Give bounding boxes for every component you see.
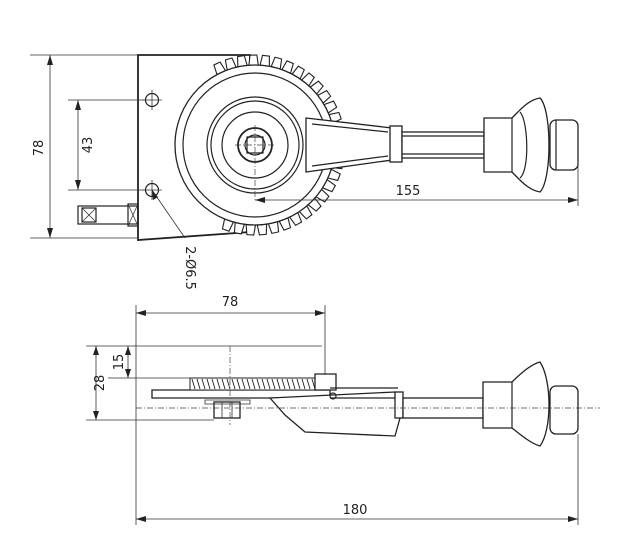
side-gear-tooth [191, 378, 196, 390]
handle-knob-detail [511, 111, 528, 179]
side-pivot-pin [329, 392, 337, 400]
side-gear-tooth [286, 378, 291, 390]
dimension-180: 180 [136, 434, 579, 525]
side-gear-tooth [246, 378, 251, 390]
hex-nut-icon [246, 136, 264, 154]
side-gear-tooth [266, 378, 271, 390]
side-gear-tooth [281, 378, 286, 390]
side-gear-tooth [221, 378, 226, 390]
side-gear-tooth [271, 378, 276, 390]
top-view: 78 43 155 2-Ø6.5 [30, 54, 579, 290]
dimension-43: 43 [68, 99, 145, 191]
side-gear-tooth [231, 378, 236, 390]
side-gear-tooth [241, 378, 246, 390]
dim-label-28: 28 [93, 375, 108, 392]
side-gear-tooth [196, 378, 201, 390]
lever-collar [389, 125, 403, 163]
side-gear-tooth [256, 378, 261, 390]
dim-label-78-top: 78 [32, 140, 47, 157]
dimension-155: 155 [255, 160, 579, 206]
cable-connector [77, 203, 139, 227]
side-gear-tooth [236, 378, 241, 390]
side-gear-tooth [216, 378, 221, 390]
side-handle-knob [482, 361, 550, 447]
gear-tooth [256, 223, 268, 236]
side-gear-tooth [306, 378, 311, 390]
handle-end-cap [549, 119, 579, 171]
dim-label-180: 180 [343, 503, 368, 518]
side-bracket [314, 373, 337, 391]
side-handle-end-cap [549, 385, 579, 435]
hole-callout-label: 2-Ø6.5 [182, 246, 197, 290]
dimension-78-vertical: 78 [30, 54, 138, 239]
lever-arm [305, 117, 393, 173]
dim-label-43: 43 [81, 137, 96, 154]
dimension-78-horizontal: 78 [135, 295, 326, 525]
hole-callout: 2-Ø6.5 [151, 189, 197, 290]
side-gear-tooth [201, 378, 206, 390]
dimension-15: 15 [108, 345, 322, 379]
dim-label-78-side: 78 [222, 295, 239, 310]
side-gear-tooth [291, 378, 296, 390]
side-view: 78 15 28 180 [86, 295, 600, 525]
dim-label-155: 155 [396, 184, 421, 199]
handle-knob [483, 97, 550, 193]
side-gear-tooth [301, 378, 306, 390]
lever-arm-edge [311, 123, 389, 167]
side-gear-tooth [226, 378, 231, 390]
side-collar [394, 391, 404, 419]
gear-tooth [245, 223, 257, 236]
side-gear-tooth [251, 378, 256, 390]
side-hex-nut [204, 399, 251, 419]
gear-tooth [248, 54, 259, 66]
dimension-28: 28 [86, 345, 214, 421]
dim-label-15: 15 [112, 354, 127, 371]
side-gear-tooth [261, 378, 266, 390]
side-gear-tooth [206, 378, 211, 390]
side-gear-tooth [276, 378, 281, 390]
side-gear-tooth [296, 378, 301, 390]
side-gear-teeth [191, 378, 321, 390]
mounting-hole-upper [142, 90, 162, 110]
side-gear-tooth [211, 378, 216, 390]
